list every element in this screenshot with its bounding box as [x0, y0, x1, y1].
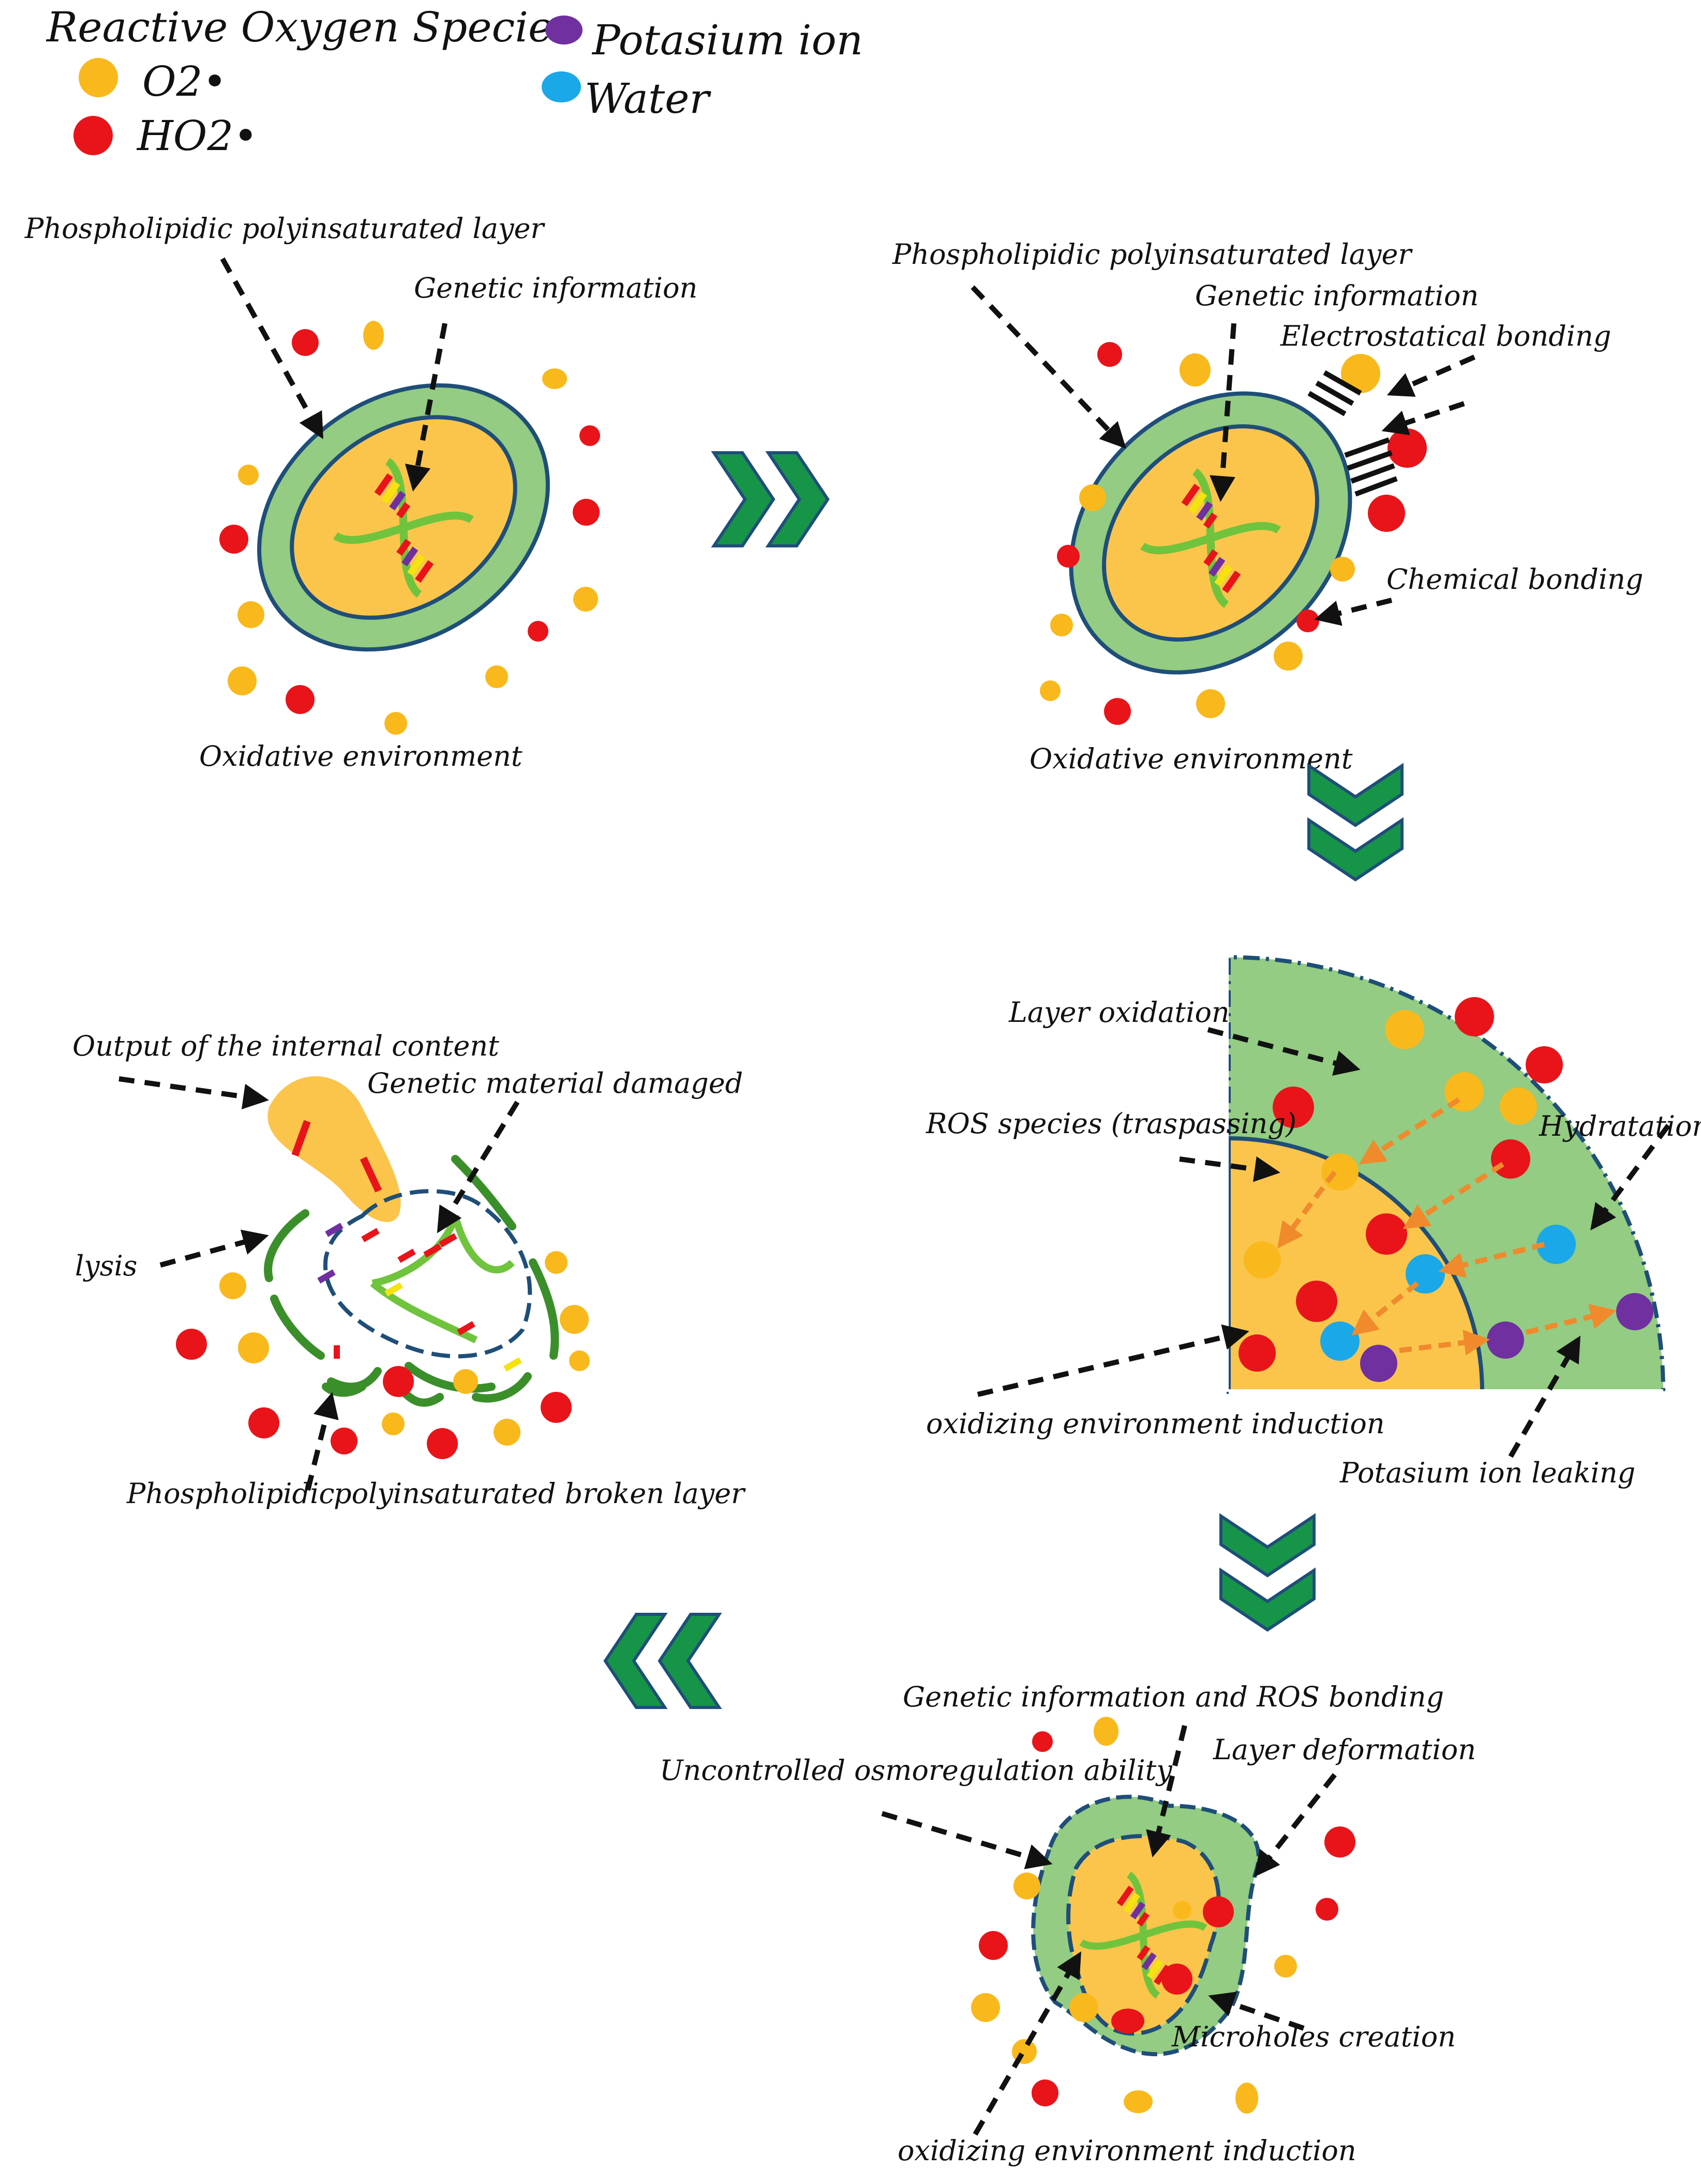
p5-broken-label-a: Phospholipidic — [126, 1477, 335, 1510]
p5-broken-label-b: polyinsaturated broken layer — [334, 1477, 746, 1510]
p4-genetic-ros-label: Genetic information and ROS bonding — [903, 1681, 1444, 1713]
p4-induction-label: oxidizing environment induction — [898, 2134, 1356, 2167]
legend-water-dot — [542, 71, 581, 102]
p1-env-label: Oxidative environment — [199, 740, 523, 772]
ros-particles-1 — [219, 321, 600, 735]
legend-o2-label: O2• — [142, 57, 227, 106]
damaged-dna-strand — [370, 1214, 515, 1344]
p2-layer-arrow — [971, 285, 1126, 449]
p2-genetic-arrow — [1210, 323, 1236, 502]
p4-osmo-label: Uncontrolled osmoregulation ability — [660, 1754, 1173, 1787]
p2-electrostatic-arrow-1 — [1386, 354, 1476, 397]
p4-deformation-arrow — [1254, 1773, 1337, 1877]
p4-microholes-label: Microholes creation — [1171, 2020, 1456, 2053]
p1-genetic-arrow — [405, 323, 447, 492]
p4-genetic-ros-arrow — [1146, 1725, 1187, 1858]
p1-layer-label: Phospholipidic polyinsaturated layer — [24, 212, 545, 245]
ros-particles-5 — [176, 1251, 590, 1459]
p3-hydration-arrow — [1590, 1124, 1671, 1231]
p3-ros-arrow — [1179, 1156, 1280, 1182]
legend-ho2-label: HO2• — [136, 112, 258, 160]
p5-damaged-label: Genetic material damaged — [367, 1067, 743, 1100]
p3-potassium-arrow — [1508, 1335, 1581, 1458]
p2-chemical-arrow — [1314, 598, 1393, 626]
p5-lysis-label: lysis — [75, 1250, 137, 1282]
legend: Reactive Oxygen Species O2• HO2• Potasiu… — [46, 3, 863, 160]
broken-layer-segments — [264, 1155, 559, 1407]
panel-membrane-oxidation: Layer oxidation ROS species (traspassing… — [926, 955, 1701, 1489]
panel-intact-cell: Phospholipidic polyinsaturated layer Gen… — [24, 212, 697, 772]
damaged-nucleus-outline — [323, 1189, 532, 1359]
p4-induction-arrow — [973, 1951, 1082, 2136]
panel-deformed-cell: Genetic information and ROS bonding Unco… — [660, 1681, 1476, 2167]
p2-chemical-label: Chemical bonding — [1386, 563, 1643, 596]
p3-hydration-label: Hydratation — [1539, 1110, 1701, 1142]
p3-potassium-label: Potasium ion leaking — [1339, 1457, 1635, 1489]
p5-lysis-arrow — [159, 1229, 269, 1268]
orange-flow-arrows — [1277, 1097, 1617, 1356]
leaked-content-blob — [267, 1076, 401, 1222]
legend-ho2-dot — [73, 116, 113, 155]
chevron-arrow-icon — [1221, 1516, 1314, 1630]
panel-ros-bonding: Phospholipidic polyinsaturated layer Gen… — [892, 238, 1643, 775]
p4-microholes-arrow — [1208, 1992, 1305, 2031]
p5-damaged-arrow — [437, 1101, 520, 1234]
p5-output-arrow — [118, 1076, 269, 1110]
chevron-arrow-icon — [1309, 766, 1402, 880]
p2-genetic-label: Genetic information — [1195, 279, 1479, 312]
legend-ros-title: Reactive Oxygen Species — [46, 3, 574, 51]
electrostatic-bond-lines — [1307, 370, 1398, 497]
p3-ros-label: ROS species (traspassing) — [926, 1107, 1296, 1140]
p4-deformation-label: Layer deformation — [1213, 1733, 1476, 1766]
p2-layer-label: Phospholipidic polyinsaturated layer — [892, 238, 1413, 271]
chevron-arrow-icon — [714, 453, 828, 546]
p5-broken-arrow — [305, 1392, 339, 1491]
ros-particles-3 — [1239, 997, 1653, 1382]
p1-genetic-label: Genetic information — [414, 272, 697, 304]
dna-fragments — [317, 1223, 522, 1372]
ros-particles-4 — [971, 1717, 1355, 2114]
legend-o2-dot — [79, 58, 118, 97]
legend-potassium-label: Potasium ion — [591, 16, 863, 64]
p3-induction-arrow — [977, 1324, 1249, 1397]
p3-layer-oxidation-label: Layer oxidation — [1008, 996, 1230, 1029]
ros-particles-2 — [1040, 342, 1427, 725]
p4-osmo-arrow — [881, 1811, 1053, 1869]
p5-output-label: Output of the internal content — [72, 1030, 499, 1062]
p3-induction-label: oxidizing environment induction — [926, 1407, 1385, 1440]
chevron-arrow-icon — [605, 1614, 719, 1707]
p2-env-label: Oxidative environment — [1029, 742, 1353, 775]
p1-layer-arrow — [220, 257, 323, 439]
legend-potassium-dot — [545, 16, 583, 44]
panel-lysis: Output of the internal content Genetic m… — [72, 1030, 746, 1510]
p2-electrostatic-arrow-2 — [1381, 401, 1465, 436]
p2-electrostatic-label: Electrostatical bonding — [1280, 320, 1611, 352]
legend-water-label: Water — [585, 75, 711, 123]
